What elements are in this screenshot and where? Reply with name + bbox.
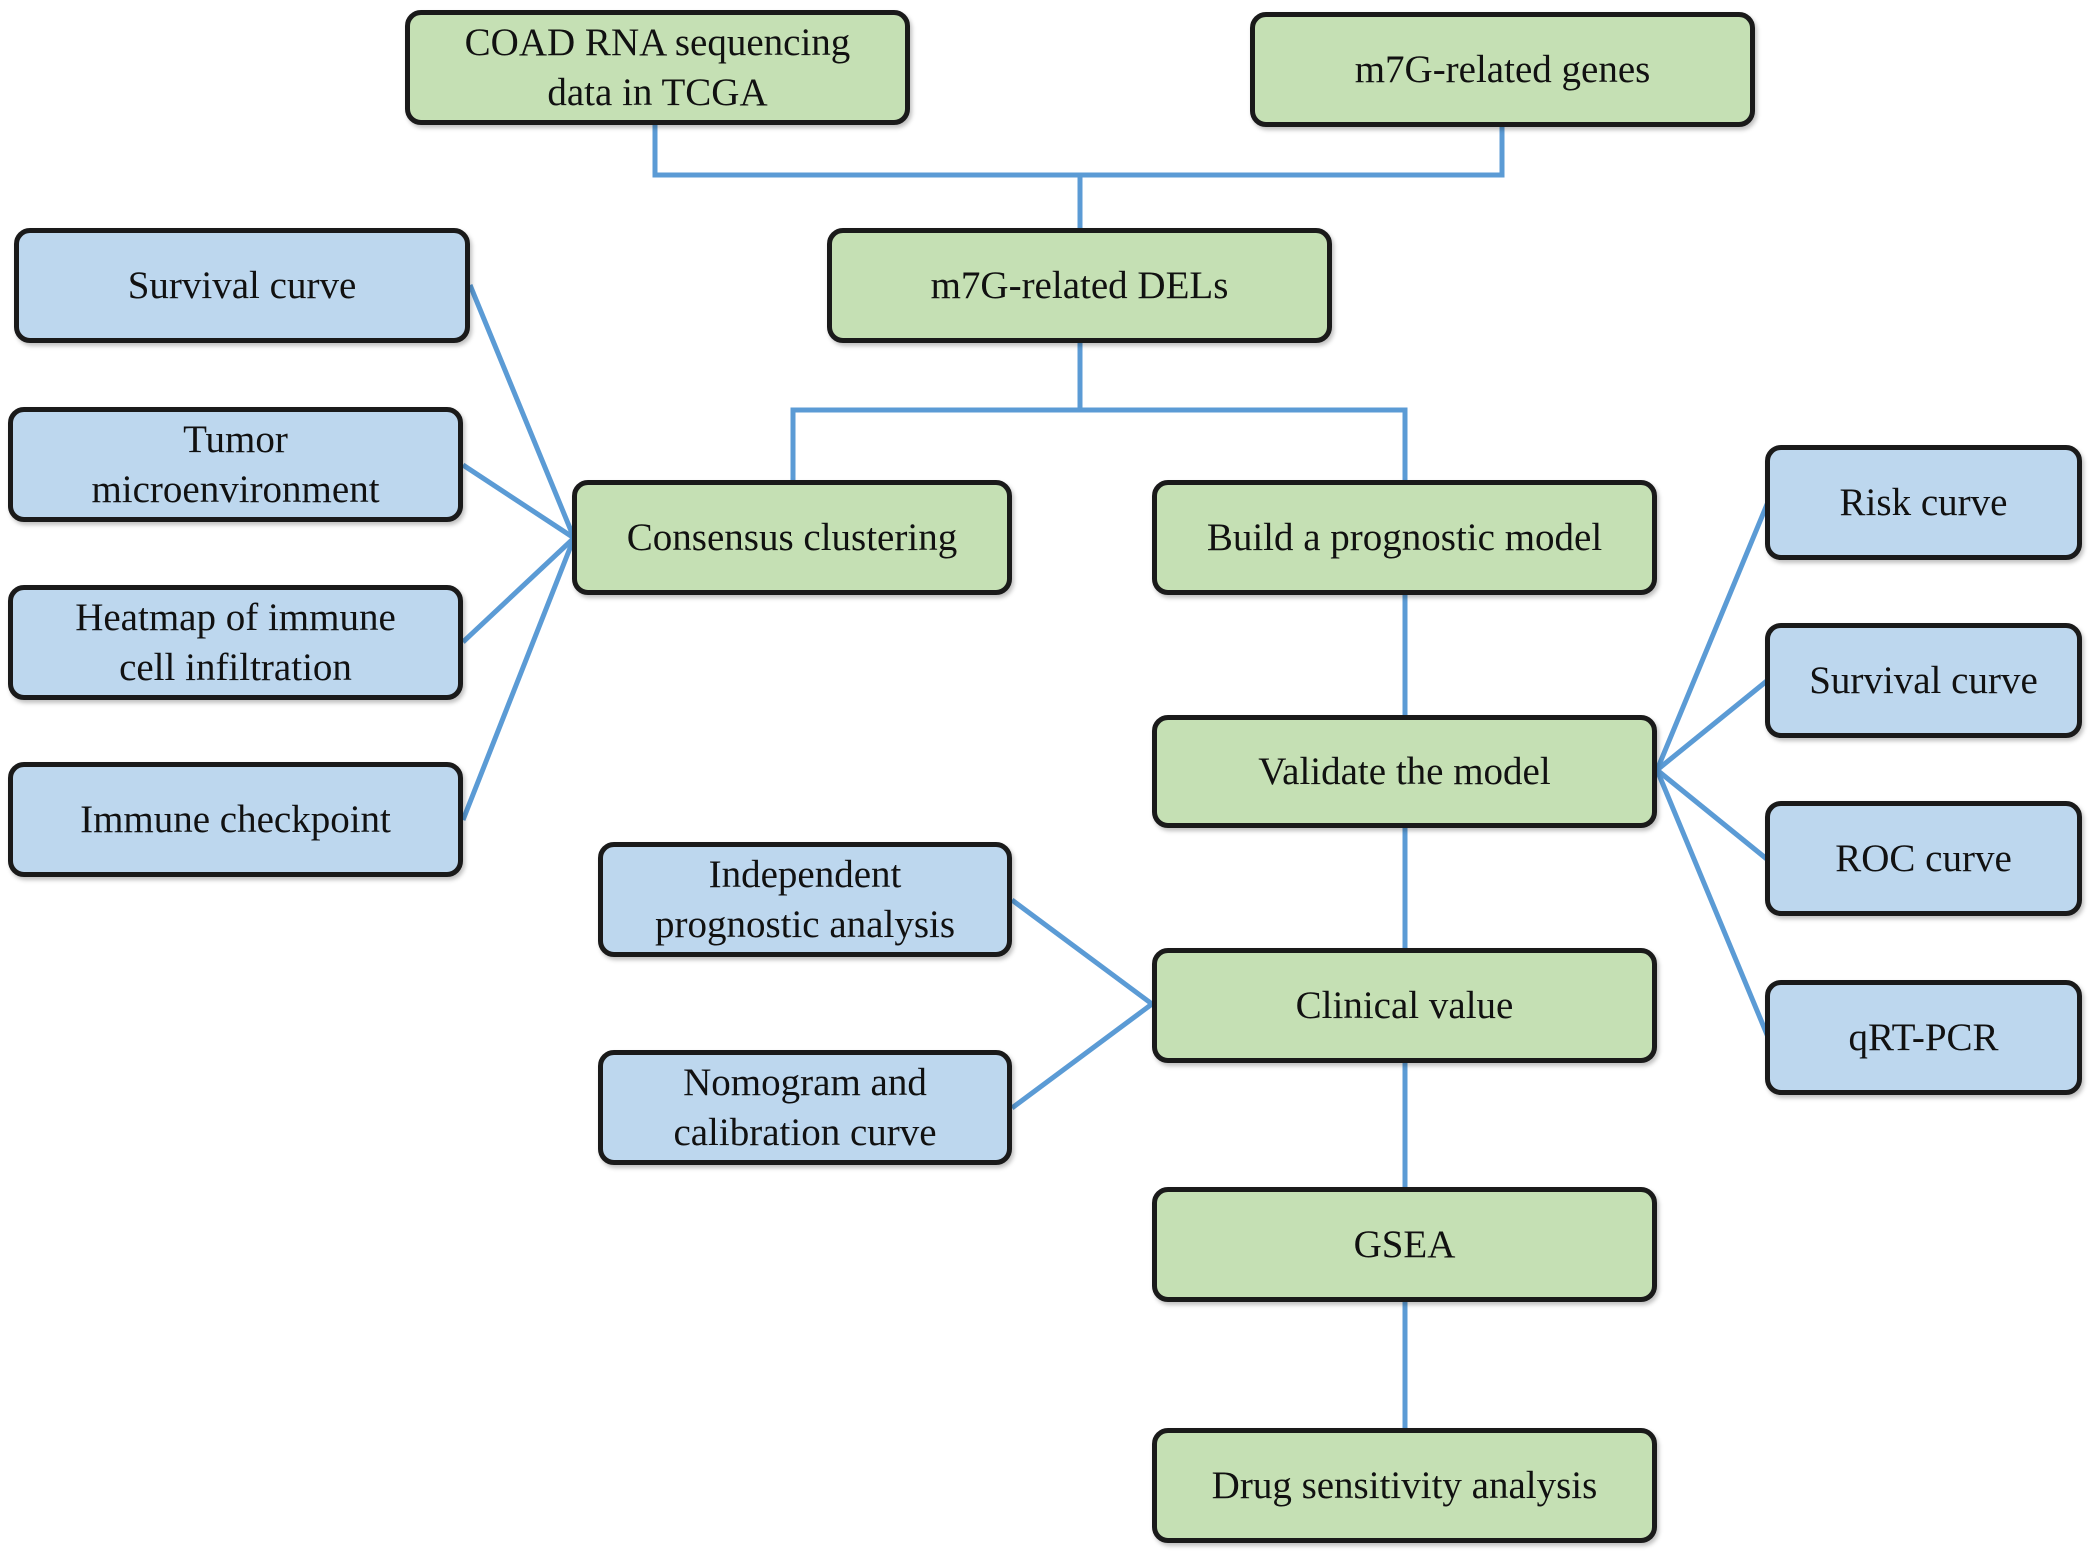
connector-validate-to-roc	[1655, 768, 1770, 862]
connector-validate-to-risk	[1654, 501, 1771, 771]
node-build-model: Build a prognostic model	[1152, 480, 1657, 595]
connector-independent-to-clinical	[1010, 897, 1154, 1007]
node-tumor-microenvironment: Tumor microenvironment	[8, 407, 463, 522]
connector-split-to-consensus	[790, 407, 1080, 480]
node-qrt-pcr: qRT-PCR	[1765, 980, 2082, 1095]
node-immune-heatmap: Heatmap of immune cell infiltration	[8, 585, 463, 700]
connector-split-to-build	[1080, 407, 1408, 480]
node-roc-curve: ROC curve	[1765, 801, 2082, 916]
connector-validate-to-qrtpcr	[1654, 769, 1771, 1038]
connector-genes-to-merge	[1080, 127, 1505, 178]
node-nomogram-calibration: Nomogram and calibration curve	[598, 1050, 1012, 1165]
node-risk-curve: Risk curve	[1765, 445, 2082, 560]
connector-nomogram-to-clinical	[1010, 1001, 1154, 1111]
connector-checkpoint-to-consensus	[460, 537, 577, 821]
connector-survival-left-to-consensus	[467, 284, 577, 539]
node-survival-curve-right: Survival curve	[1765, 623, 2082, 738]
node-consensus-clustering: Consensus clustering	[572, 480, 1012, 595]
node-drug-sensitivity: Drug sensitivity analysis	[1152, 1428, 1657, 1543]
node-immune-checkpoint: Immune checkpoint	[8, 762, 463, 877]
node-validate-model: Validate the model	[1152, 715, 1657, 828]
node-clinical-value: Clinical value	[1152, 948, 1657, 1063]
connector-validate-to-survival-right	[1655, 678, 1770, 772]
node-gsea: GSEA	[1152, 1187, 1657, 1302]
node-coad-data: COAD RNA sequencing data in TCGA	[405, 10, 910, 125]
connector-coad-to-merge	[652, 125, 1080, 178]
connector-tumor-to-consensus	[461, 462, 576, 541]
node-survival-curve-left: Survival curve	[14, 228, 470, 343]
node-independent-prognostic: Independent prognostic analysis	[598, 842, 1012, 957]
node-m7g-dels: m7G-related DELs	[827, 228, 1332, 343]
connector-heatmap-to-consensus	[461, 536, 576, 644]
node-m7g-genes: m7G-related genes	[1250, 12, 1755, 127]
